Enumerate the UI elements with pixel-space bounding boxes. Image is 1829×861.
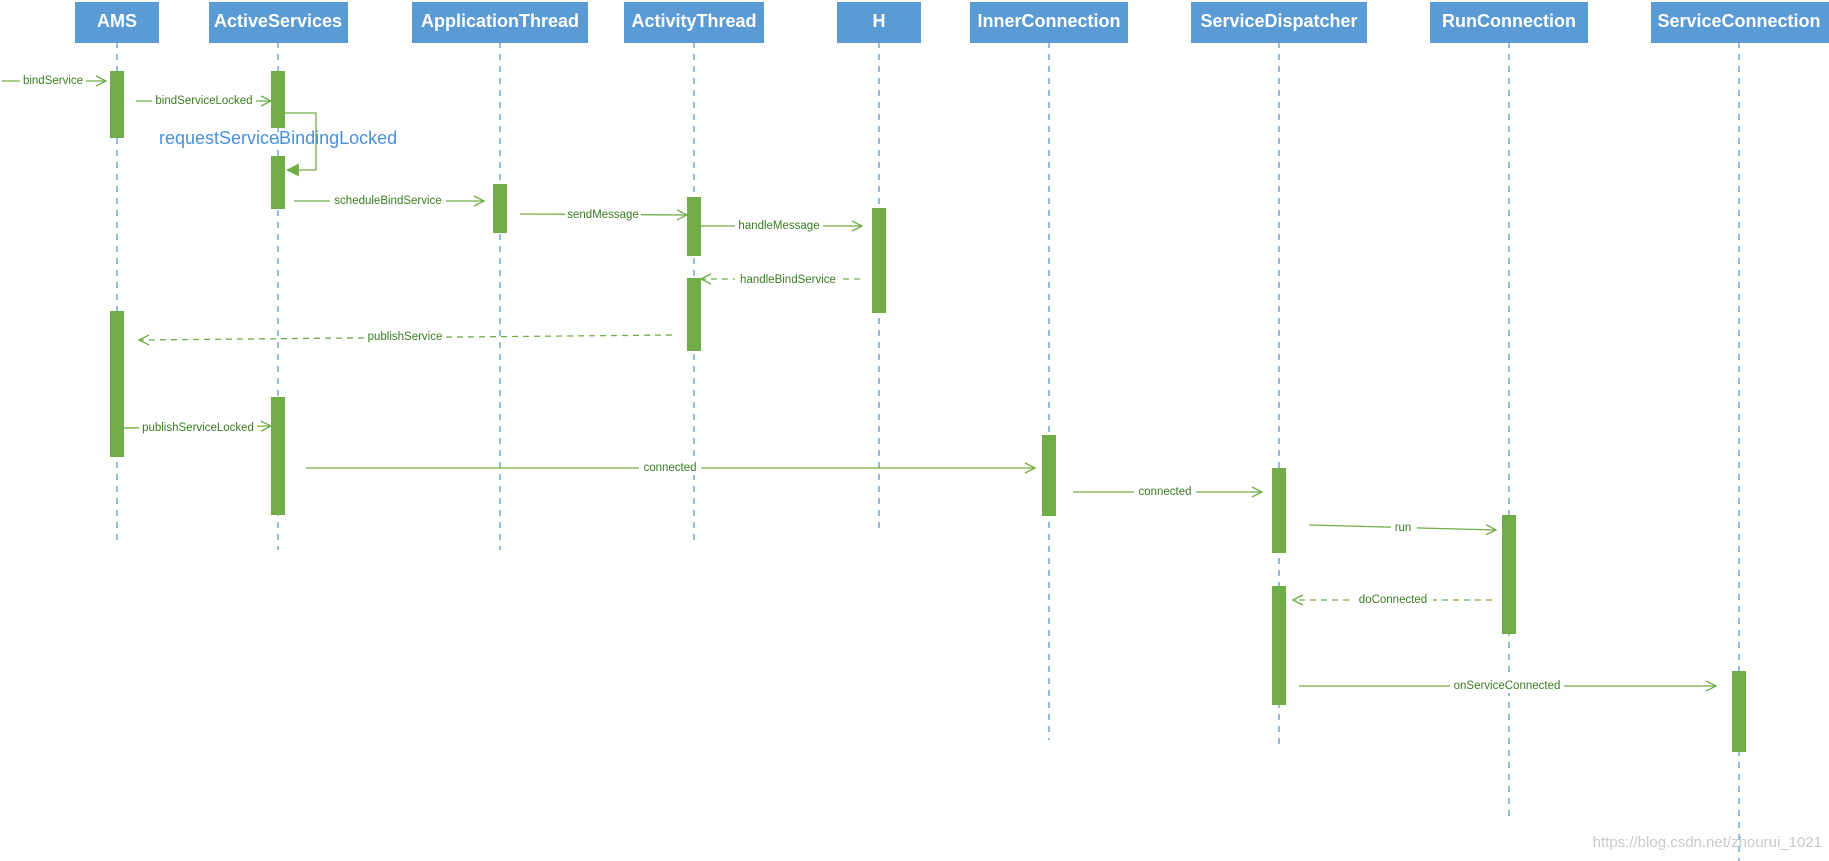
actor-ams: AMS (75, 2, 159, 43)
message-label-publishservicelocked: publishServiceLocked (142, 422, 254, 434)
message-label-connected-1: connected (643, 462, 696, 474)
actor-label-runconnection: RunConnection (1442, 11, 1576, 31)
actor-applicationthread: ApplicationThread (412, 2, 588, 43)
activations (110, 71, 1746, 752)
actor-activeservices: ActiveServices (209, 2, 348, 43)
message-run: run (1308, 520, 1496, 535)
activation-h (872, 208, 886, 313)
activation-activeservices-2 (271, 156, 285, 209)
message-label-doconnected: doConnected (1359, 594, 1427, 606)
actor-label-h: H (873, 11, 886, 31)
message-connected-2: connected (1073, 484, 1262, 499)
actor-label-activeservices: ActiveServices (214, 11, 342, 31)
message-onserviceconnected: onServiceConnected (1299, 678, 1716, 693)
message-bindservice: bindService (2, 73, 106, 88)
message-label-bindservicelocked: bindServiceLocked (155, 95, 252, 107)
message-publishservicelocked: publishServiceLocked (123, 420, 271, 435)
actor-label-activitythread: ActivityThread (631, 11, 756, 31)
actor-label-serviceconnection: ServiceConnection (1657, 11, 1820, 31)
message-label-handlemessage: handleMessage (738, 220, 819, 232)
activation-servicedispatcher-2 (1272, 586, 1286, 705)
activation-activitythread-2 (687, 278, 701, 351)
message-label-schedulebindservice: scheduleBindService (334, 195, 441, 207)
message-requestservicebindinglocked: requestServiceBindingLocked (159, 112, 397, 177)
actor-label-applicationthread: ApplicationThread (421, 11, 579, 31)
actor-label-ams: AMS (97, 11, 137, 31)
message-schedulebindservice: scheduleBindService (294, 193, 484, 208)
messages: bindService bindServiceLocked requestSer… (2, 73, 1716, 693)
activation-ams-2 (110, 311, 124, 457)
message-label-run: run (1395, 522, 1412, 534)
lifelines (116, 42, 1740, 861)
message-label-handlebindservice: handleBindService (740, 274, 836, 286)
activation-innerconnection (1042, 435, 1056, 516)
activation-applicationthread (493, 184, 507, 233)
actor-serviceconnection: ServiceConnection (1651, 2, 1829, 43)
activation-runconnection (1502, 515, 1516, 634)
actor-label-servicedispatcher: ServiceDispatcher (1200, 11, 1357, 31)
message-sendmessage: sendMessage (519, 207, 687, 222)
actor-runconnection: RunConnection (1430, 2, 1588, 43)
message-publishservice: publishService (139, 330, 673, 345)
message-label-requestservicebindinglocked: requestServiceBindingLocked (159, 128, 397, 148)
message-bindservicelocked: bindServiceLocked (136, 93, 271, 108)
activation-activeservices-3 (271, 397, 285, 515)
actor-label-innerconnection: InnerConnection (978, 11, 1121, 31)
actor-activitythread: ActivityThread (624, 2, 764, 43)
message-doconnected: doConnected (1293, 592, 1492, 607)
message-label-sendmessage: sendMessage (567, 209, 639, 221)
message-label-publishservice: publishService (368, 331, 443, 343)
activation-serviceconnection (1732, 671, 1746, 752)
message-handlemessage: handleMessage (701, 218, 862, 233)
message-label-bindservice: bindService (23, 75, 83, 87)
activation-servicedispatcher-1 (1272, 468, 1286, 553)
actor-servicedispatcher: ServiceDispatcher (1191, 2, 1367, 43)
message-label-onserviceconnected: onServiceConnected (1454, 680, 1561, 692)
message-connected-1: connected (306, 460, 1035, 475)
actor-innerconnection: InnerConnection (970, 2, 1128, 43)
activation-activitythread-1 (687, 197, 701, 256)
actor-h: H (837, 2, 921, 43)
activation-activeservices-1 (271, 71, 285, 128)
watermark-text: https://blog.csdn.net/zhourui_1021 (1593, 834, 1822, 851)
message-label-connected-2: connected (1138, 486, 1191, 498)
actor-headers: AMS ActiveServices ApplicationThread Act… (75, 2, 1829, 43)
activation-ams-1 (110, 71, 124, 138)
message-handlebindservice: handleBindService (701, 272, 860, 287)
